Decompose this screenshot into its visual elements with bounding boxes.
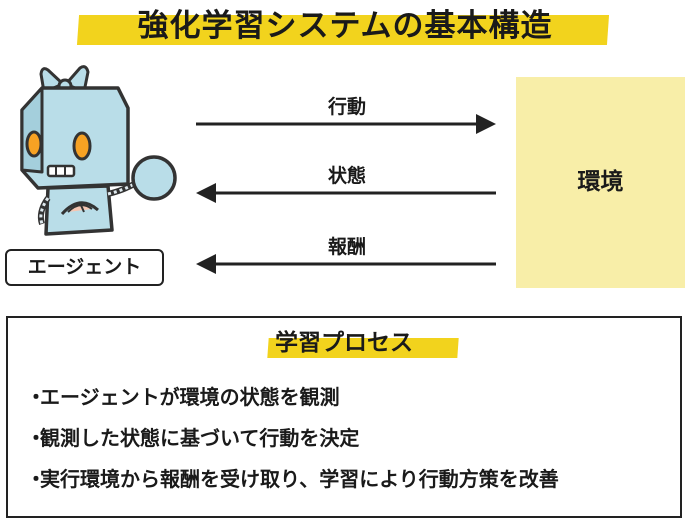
bullet: ・ [26,385,46,409]
environment-box: 環境 [516,77,685,288]
process-list: ・エージェントが環境の状態を観測 ・観測した状態に基づいて行動を決定 ・実行環境… [26,377,559,500]
title-area: 強化学習システムの基本構造 [0,6,690,46]
arrow-layer [196,114,496,274]
reward-label: 報酬 [327,236,366,258]
page-title: 強化学習システムの基本構造 [137,8,553,44]
process-item: ・エージェントが環境の状態を観測 [26,377,559,418]
process-item: ・観測した状態に基づいて行動を決定 [26,418,559,459]
robot-agent-icon [20,65,177,236]
agent-label: エージェント [27,256,142,278]
process-item-text: エージェントが環境の状態を観測 [40,385,340,409]
bullet: ・ [26,467,46,491]
bullet: ・ [26,426,46,450]
process-item: ・実行環境から報酬を受け取り、学習により行動方策を改善 [26,459,559,500]
learning-process-panel: 学習プロセス ・エージェントが環境の状態を観測 ・観測した状態に基づいて行動を決… [6,316,682,518]
action-arrow [196,114,496,134]
process-title: 学習プロセス [275,330,413,356]
agent-box: エージェント [5,249,164,286]
process-item-text: 実行環境から報酬を受け取り、学習により行動方策を改善 [40,467,559,491]
environment-label: 環境 [577,169,624,195]
state-label: 状態 [327,165,366,187]
action-label: 行動 [327,96,366,118]
reward-arrow [196,254,496,274]
process-item-text: 観測した状態に基づいて行動を決定 [40,426,360,450]
state-arrow [196,183,496,203]
